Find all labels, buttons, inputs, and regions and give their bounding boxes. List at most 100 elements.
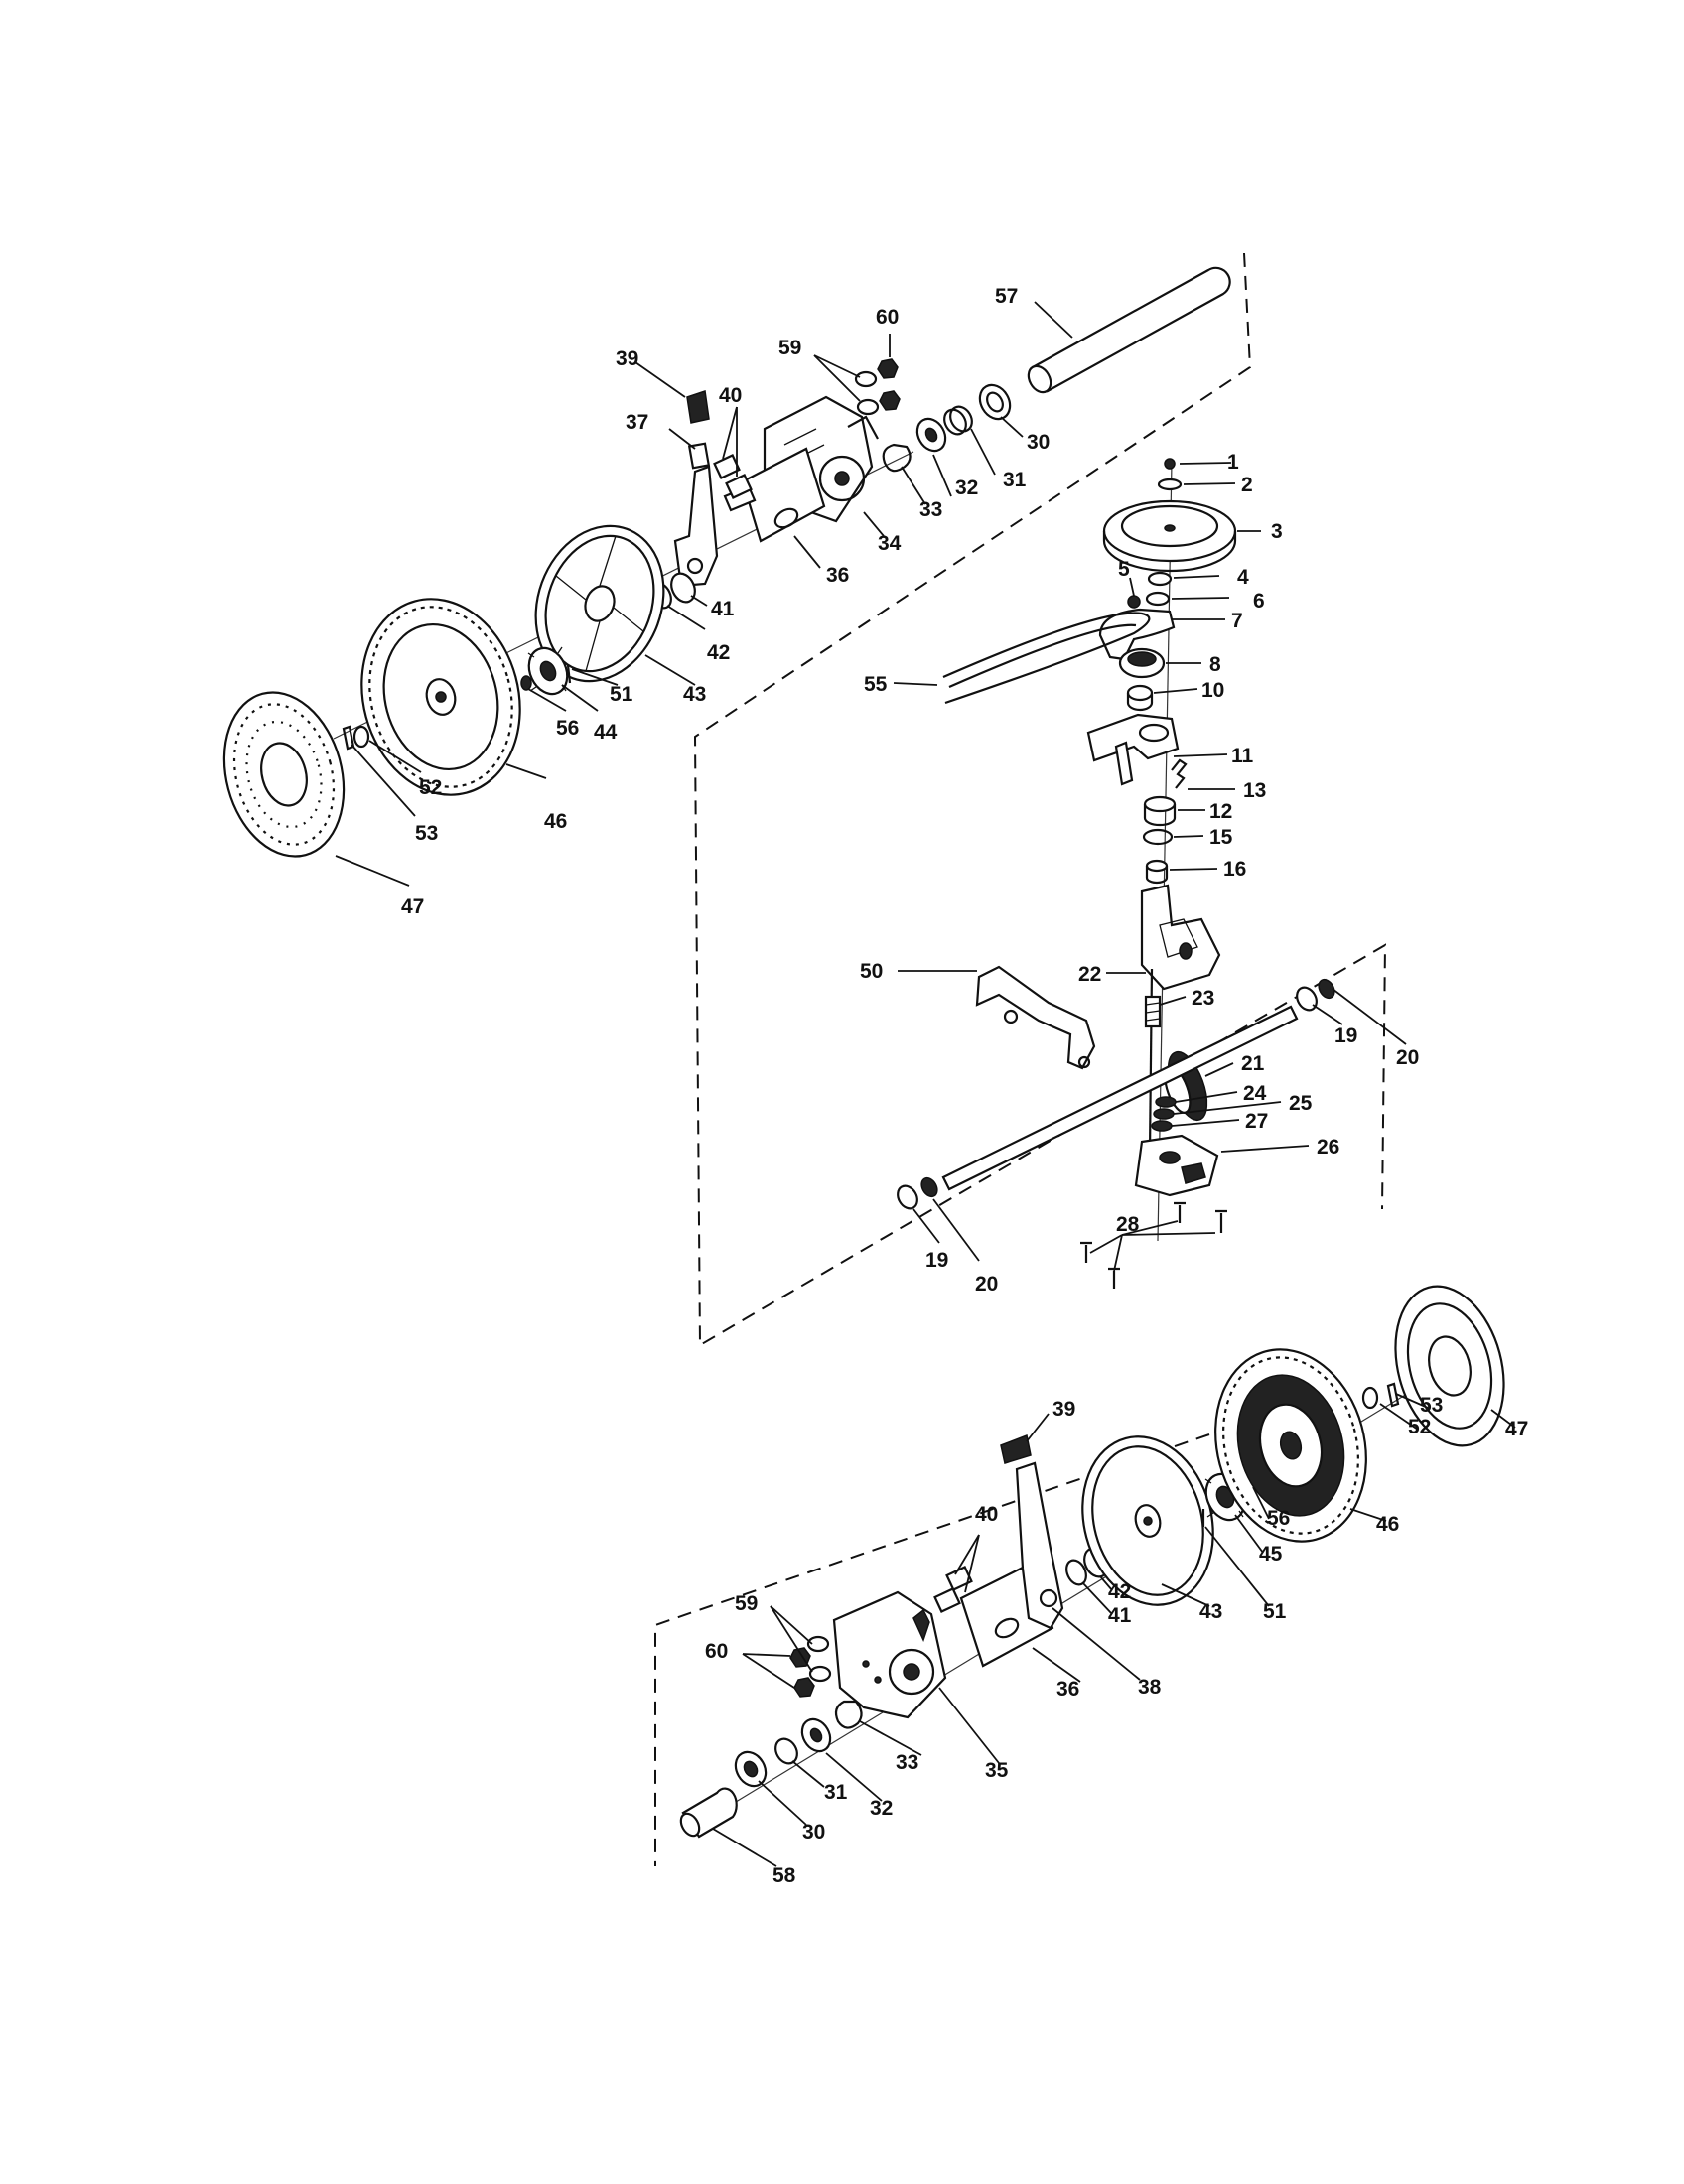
label-33: 33 (919, 498, 942, 521)
label-58: 58 (772, 1864, 796, 1887)
part-53-cotter-pin-b (1386, 1382, 1400, 1408)
part-19-bearing-left (897, 1184, 918, 1210)
part-12-collar (1143, 795, 1177, 827)
label-4: 4 (1237, 566, 1249, 589)
label-36-b: 36 (1056, 1678, 1079, 1701)
label-45: 45 (1259, 1543, 1283, 1566)
label-16: 16 (1223, 858, 1246, 881)
label-11: 11 (1231, 745, 1254, 767)
label-59: 59 (778, 337, 801, 359)
label-56-b: 56 (1267, 1507, 1290, 1530)
part-30-bearing (978, 383, 1012, 421)
part-8-bearing (1118, 647, 1166, 679)
part-59-washers-b (806, 1635, 832, 1683)
part-39-cap-b (1000, 1433, 1032, 1464)
label-43-b: 43 (1199, 1600, 1222, 1623)
part-52-washer-b (1361, 1386, 1379, 1410)
label-22: 22 (1078, 963, 1101, 986)
label-35: 35 (985, 1759, 1009, 1782)
part-32-bushing-b (800, 1717, 832, 1753)
drive-axle (941, 1005, 1299, 1191)
part-labels: 57 60 59 39 40 37 30 31 32 33 34 36 41 4… (401, 285, 1528, 1887)
label-40-b: 40 (975, 1503, 998, 1526)
label-53: 53 (415, 822, 438, 845)
part-57-axle-tube (1027, 266, 1231, 394)
part-15-ring (1142, 828, 1174, 846)
label-51: 51 (610, 683, 633, 706)
label-15: 15 (1209, 826, 1233, 849)
top-left-wheel-assembly (222, 266, 1231, 858)
part-16-collar (1145, 859, 1169, 885)
label-30-b: 30 (802, 1821, 825, 1843)
part-32-bushing (915, 417, 947, 453)
part-33-clip-b (834, 1700, 863, 1729)
label-57: 57 (995, 285, 1018, 308)
label-44: 44 (594, 721, 618, 744)
part-60-nuts (877, 358, 901, 411)
label-10: 10 (1201, 679, 1224, 702)
part-43-pulley-wheel (534, 524, 665, 683)
label-52: 52 (419, 776, 442, 799)
part-10-bushing (1126, 684, 1154, 712)
part-38-bracket (1015, 1461, 1064, 1630)
part-58-axle-tube (679, 1787, 738, 1839)
part-5-nut (1127, 595, 1141, 609)
label-5: 5 (1118, 558, 1130, 581)
part-37-knob (687, 442, 711, 470)
transmission-assembly (897, 458, 1335, 1289)
part-1-nut (1164, 458, 1176, 470)
label-42-b: 42 (1108, 1580, 1131, 1603)
label-25: 25 (1289, 1092, 1313, 1115)
label-33-b: 33 (896, 1751, 918, 1774)
label-31: 31 (1003, 469, 1027, 491)
part-2-washer (1157, 478, 1183, 491)
label-32: 32 (955, 477, 978, 499)
label-47-b: 47 (1505, 1418, 1528, 1440)
label-30: 30 (1027, 431, 1050, 454)
label-6: 6 (1253, 590, 1265, 613)
label-38: 38 (1138, 1676, 1162, 1699)
part-50-bracket (975, 965, 1096, 1070)
part-41-washer-b (1065, 1559, 1087, 1586)
part-24-25-27-stack (1151, 1096, 1177, 1132)
part-26-lower-housing (1134, 1134, 1219, 1197)
part-46-wheel-b (1214, 1348, 1367, 1543)
part-7-bracket (1098, 608, 1176, 661)
part-11-shift-lever (1086, 713, 1180, 786)
part-6-washer (1145, 591, 1171, 607)
part-33-clip (882, 443, 912, 473)
part-20-ring-right (1318, 978, 1335, 1000)
part-51-pin (566, 664, 572, 684)
part-20-ring-left (920, 1176, 938, 1198)
label-32-b: 32 (870, 1797, 893, 1820)
label-43: 43 (683, 683, 706, 706)
bottom-right-wheel-assembly (679, 1285, 1505, 1839)
label-23: 23 (1192, 987, 1214, 1010)
label-40: 40 (719, 384, 742, 407)
label-46: 46 (544, 810, 567, 833)
part-39-cap (686, 390, 710, 424)
part-4-washer (1147, 571, 1173, 587)
label-37: 37 (626, 411, 648, 434)
part-13-spring (1171, 758, 1188, 789)
label-3: 3 (1271, 520, 1283, 543)
label-60-b: 60 (705, 1640, 728, 1663)
part-47-hubcap-b (1394, 1285, 1505, 1447)
part-47-hubcap (222, 691, 346, 858)
part-41-washer (670, 572, 696, 604)
label-55: 55 (864, 673, 888, 696)
part-40-bolts-b (933, 1566, 973, 1613)
label-34: 34 (878, 532, 902, 555)
label-41-b: 41 (1108, 1604, 1132, 1627)
label-8: 8 (1209, 653, 1221, 676)
label-24: 24 (1243, 1082, 1267, 1105)
label-26: 26 (1317, 1136, 1339, 1159)
label-39: 39 (616, 347, 638, 370)
label-7: 7 (1231, 610, 1243, 632)
label-1: 1 (1227, 451, 1239, 474)
part-31-spacer (943, 405, 973, 436)
part-30-bearing-b (734, 1750, 768, 1788)
label-20-left: 20 (975, 1273, 998, 1296)
label-31-b: 31 (824, 1781, 848, 1804)
